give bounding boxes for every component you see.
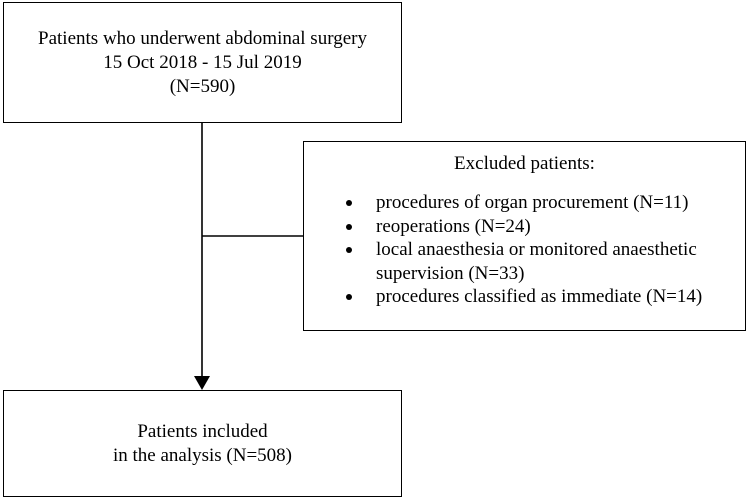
included-patients-line-1: Patients included: [137, 420, 268, 442]
exclusion-item-text: procedures of organ procurement (N=11): [376, 192, 689, 213]
bullet-icon: [346, 294, 352, 300]
source-population-box: Patients who underwent abdominal surgery…: [3, 2, 402, 123]
exclusion-item-text: local anaesthesia or monitored anaesthet…: [376, 239, 697, 260]
source-population-line-1: Patients who underwent abdominal surgery: [38, 27, 367, 49]
excluded-patients-title: Excluded patients:: [454, 153, 595, 174]
included-patients-box: Patients included in the analysis (N=508…: [3, 390, 402, 497]
exclusion-item-text: reoperations (N=24): [376, 215, 531, 237]
source-population-count: (N=590): [169, 75, 236, 97]
included-patients-line-2: in the analysis (N=508): [112, 444, 293, 466]
arrowhead-icon: [194, 376, 210, 390]
source-population-period: 15 Oct 2018 - 15 Jul 2019: [103, 51, 302, 73]
bullet-icon: [346, 223, 352, 230]
bullet-icon: [346, 247, 352, 253]
exclusion-item-text-continued: supervision (N=33): [376, 262, 525, 284]
exclusion-list: procedures of organ procurement (N=11) r…: [342, 191, 737, 309]
exclusion-item-text: procedures classified as immediate (N=14…: [376, 286, 703, 307]
exclusion-item: procedures classified as immediate (N=14…: [342, 285, 737, 309]
excluded-patients-box: Excluded patients: procedures of organ p…: [303, 141, 746, 331]
exclusion-item: reoperations (N=24): [342, 215, 737, 239]
exclusion-item: local anaesthesia or monitored anaesthet…: [342, 238, 737, 285]
bullet-icon: [346, 200, 352, 206]
exclusion-item: procedures of organ procurement (N=11): [342, 191, 737, 215]
